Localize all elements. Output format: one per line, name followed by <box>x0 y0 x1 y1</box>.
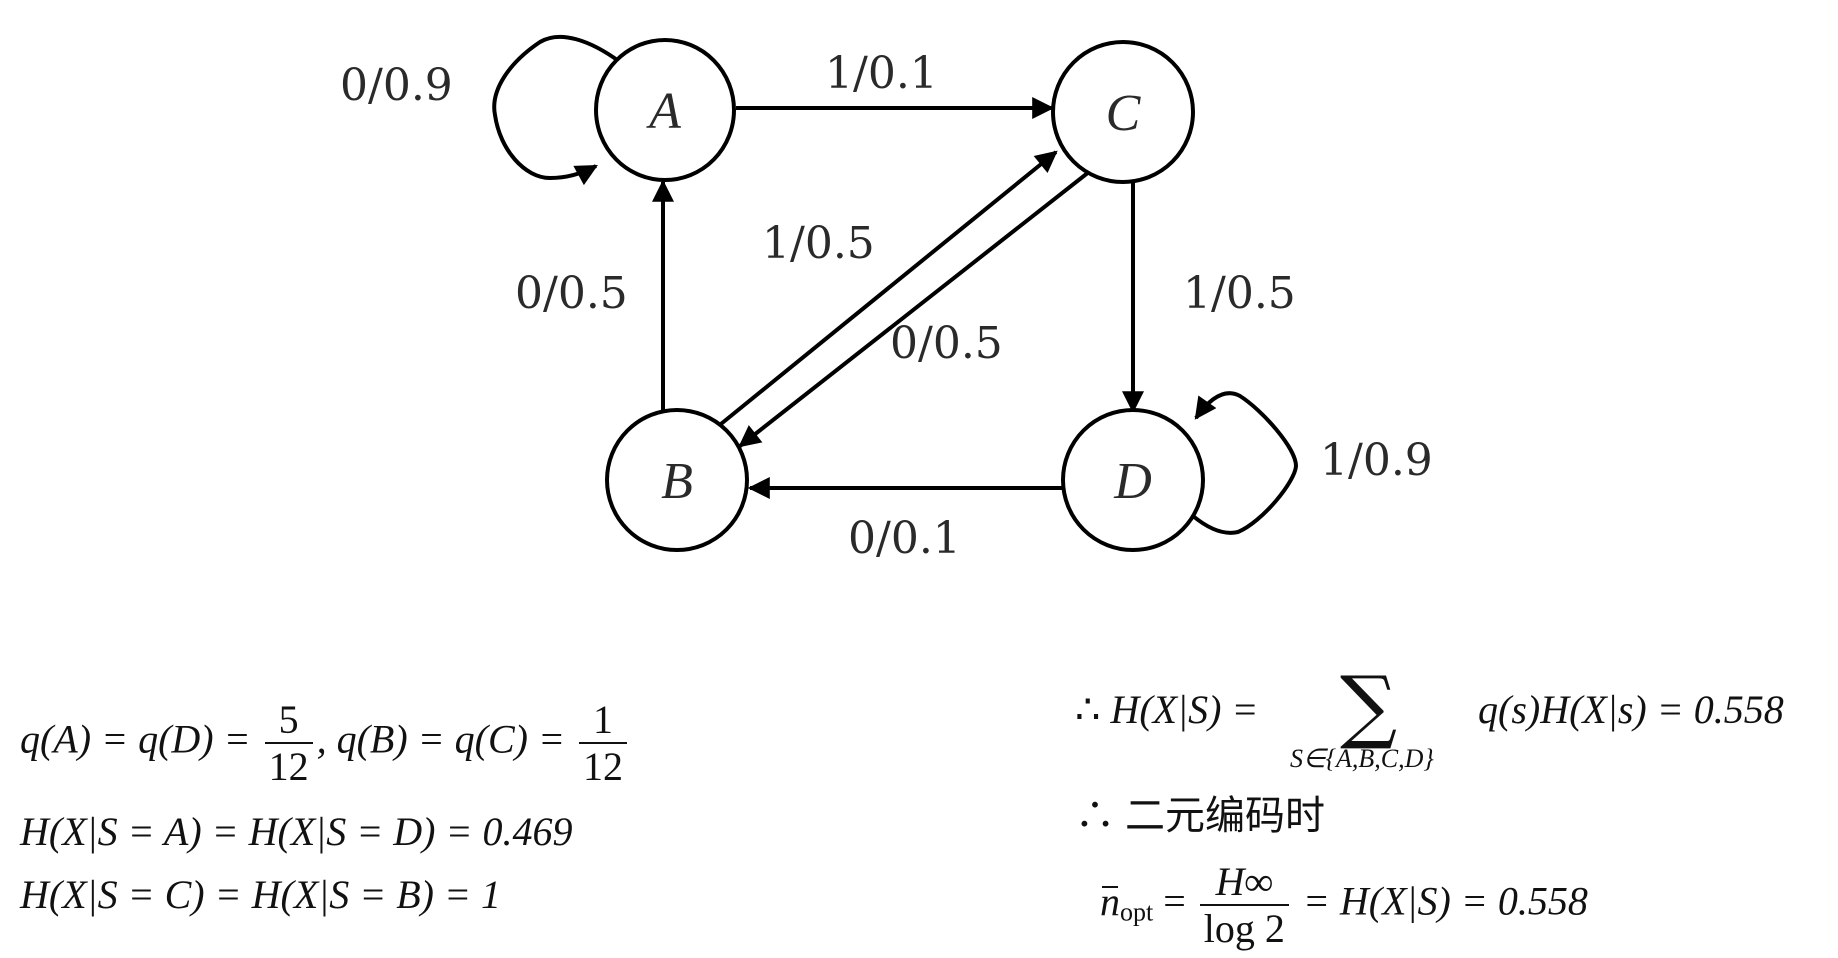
edge-label-A-A: 0/0.9 <box>340 60 453 111</box>
optimal-code-length: nopt = H∞ log 2 = H(X|S) = 0.558 <box>1100 862 1588 949</box>
edge-label-A-C: 1/0.1 <box>825 48 938 99</box>
conditional-entropy-rhs: q(s)H(X|s) = 0.558 <box>1478 687 1784 732</box>
edge-B-C <box>714 150 1058 430</box>
fraction-denominator: 12 <box>264 742 313 787</box>
stationary-distribution: q(A) = q(D) = 5 12 , q(B) = q(C) = 1 12 <box>20 700 631 787</box>
edge-label-C-B: 0/0.5 <box>890 318 1003 369</box>
fraction-h-inf-log2: H∞ log 2 <box>1199 859 1289 949</box>
node-D <box>1061 408 1205 552</box>
edge-label-B-C: 1/0.5 <box>762 218 875 269</box>
edge-label-D-B: 0/0.1 <box>848 513 961 564</box>
opt-subscript: opt <box>1120 897 1154 927</box>
node-B <box>605 408 749 552</box>
summation-symbol: ∑ <box>1340 659 1398 752</box>
node-label-D: D <box>1113 453 1152 510</box>
node-label-B: B <box>661 453 693 510</box>
edge-label-C-D: 1/0.5 <box>1183 268 1296 319</box>
edge-D-D <box>1191 391 1299 535</box>
conditional-entropy-left: H(X|S) = <box>1110 687 1259 732</box>
stationary-mid: , q(B) = q(C) = <box>316 716 565 762</box>
edge-A-A <box>492 34 622 186</box>
edge-C-B <box>738 166 1096 448</box>
entropy-A-D: H(X|S = A) = H(X|S = D) = 0.469 <box>20 809 573 854</box>
summation-subscript: S∈{A,B,C,D} <box>1290 744 1434 773</box>
fraction-denominator: log 2 <box>1199 904 1289 949</box>
n-bar-symbol: n <box>1100 878 1120 924</box>
nodes <box>594 38 1205 552</box>
fraction-1-12: 1 12 <box>578 697 627 787</box>
node-C <box>1051 40 1195 184</box>
state-transition-diagram: A C B D 0/0.9 1/0.1 0/0.5 1/0.5 0/0.5 1/… <box>340 34 1433 564</box>
node-label-A: A <box>646 83 681 140</box>
entropy-C-B: H(X|S = C) = H(X|S = B) = 1 <box>20 872 501 917</box>
fraction-numerator: H∞ <box>1215 859 1274 904</box>
therefore-symbol: ∴ <box>1075 793 1115 838</box>
optimal-length-rhs: = H(X|S) = 0.558 <box>1302 878 1588 924</box>
stationary-lhs: q(A) = q(D) = <box>20 716 251 762</box>
edge-label-D-D: 1/0.9 <box>1320 435 1433 486</box>
node-label-C: C <box>1106 85 1142 142</box>
fraction-5-12: 5 12 <box>264 697 313 787</box>
n-symbol: n <box>1100 878 1120 924</box>
equals-sign: = <box>1163 878 1186 924</box>
binary-coding-line: ∴ 二元编码时 <box>1075 796 1325 836</box>
fraction-denominator: 12 <box>578 742 627 787</box>
therefore-symbol: ∴ <box>1075 687 1101 732</box>
edges <box>492 34 1299 535</box>
binary-coding-text: 二元编码时 <box>1125 793 1325 838</box>
node-A <box>594 38 736 182</box>
fraction-numerator: 1 <box>592 697 613 742</box>
conditional-entropy-lhs: ∴ H(X|S) = <box>1075 690 1258 730</box>
fraction-numerator: 5 <box>278 697 299 742</box>
edge-label-B-A: 0/0.5 <box>515 268 628 319</box>
